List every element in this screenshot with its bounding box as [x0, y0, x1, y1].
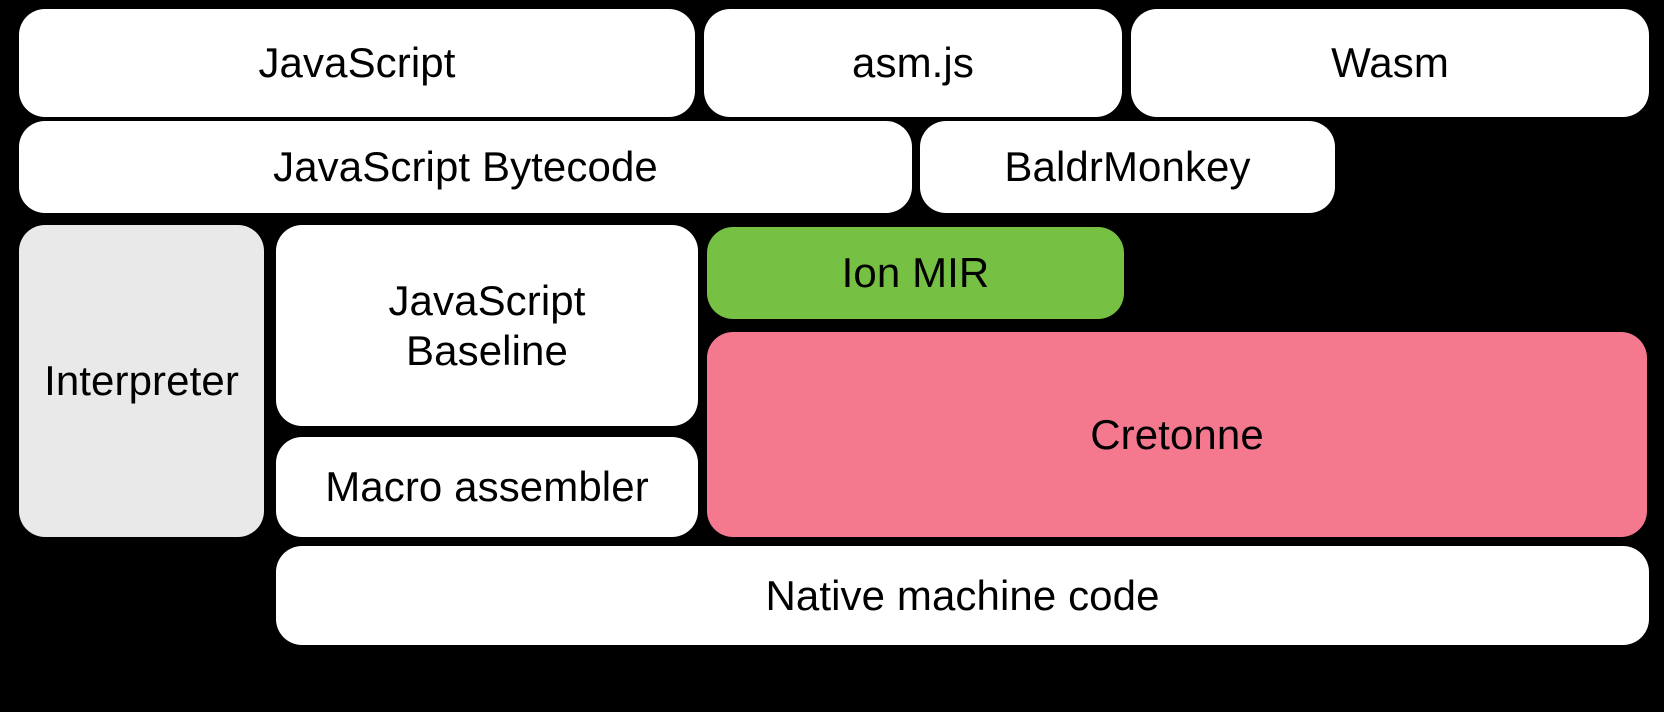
box-javascript: JavaScript — [19, 9, 695, 117]
box-native-machine-code: Native machine code — [276, 546, 1649, 645]
box-javascript-bytecode: JavaScript Bytecode — [19, 121, 912, 213]
box-javascript-baseline-label: JavaScript Baseline — [388, 276, 586, 374]
box-javascript-bytecode-label: JavaScript Bytecode — [273, 143, 658, 191]
box-cretonne: Cretonne — [707, 332, 1647, 537]
box-macro-assembler: Macro assembler — [276, 437, 698, 537]
box-baldrmonkey-label: BaldrMonkey — [1004, 143, 1251, 191]
box-native-machine-code-label: Native machine code — [765, 571, 1160, 619]
box-ion-mir: Ion MIR — [707, 227, 1124, 319]
box-asm-js: asm.js — [704, 9, 1122, 117]
box-interpreter-label: Interpreter — [44, 357, 239, 405]
box-baldrmonkey: BaldrMonkey — [920, 121, 1335, 213]
box-wasm-label: Wasm — [1331, 39, 1449, 87]
box-wasm: Wasm — [1131, 9, 1649, 117]
box-javascript-baseline: JavaScript Baseline — [276, 225, 698, 426]
box-javascript-label: JavaScript — [258, 39, 456, 87]
box-ion-mir-label: Ion MIR — [841, 249, 990, 297]
box-interpreter: Interpreter — [19, 225, 264, 537]
box-macro-assembler-label: Macro assembler — [325, 463, 649, 511]
box-asm-js-label: asm.js — [852, 39, 974, 87]
box-cretonne-label: Cretonne — [1090, 410, 1264, 458]
